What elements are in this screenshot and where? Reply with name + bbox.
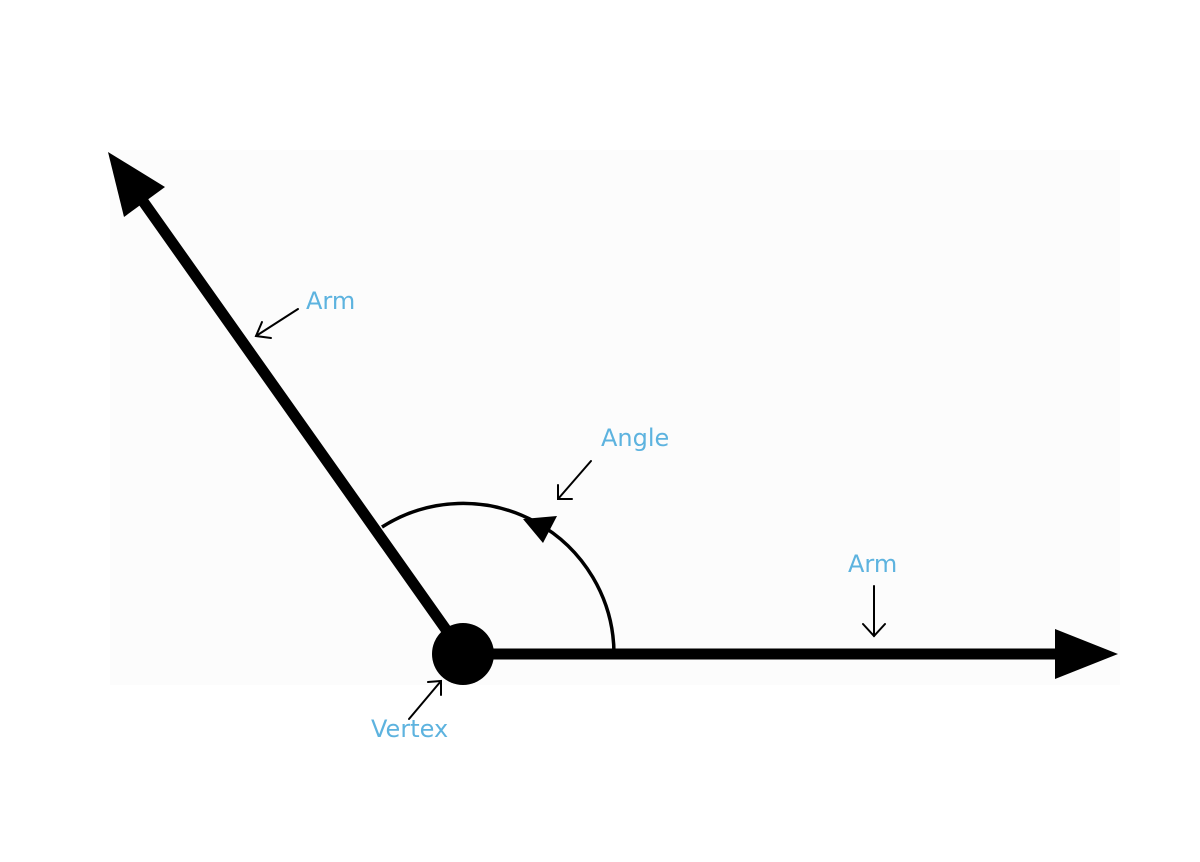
arc-arrowhead-icon [523, 516, 557, 543]
callout-arrow-arm-upper [254, 308, 299, 339]
arrowhead-up-left-icon [108, 152, 165, 217]
label-vertex: Vertex [371, 715, 449, 743]
horizontal-arm [463, 629, 1118, 679]
callout-arrow-angle [557, 460, 592, 500]
callout-arrow-arm-lower [862, 585, 886, 638]
diagram-background-panel [110, 150, 1120, 685]
label-angle: Angle [601, 424, 670, 452]
diagonal-arm [108, 152, 457, 642]
label-arm-upper: Arm [306, 287, 356, 315]
vertex-dot [432, 623, 494, 685]
callout-arrow-vertex [408, 679, 442, 720]
arrowhead-right-icon [1055, 629, 1118, 679]
label-arm-lower: Arm [848, 550, 898, 578]
angle-arc [381, 501, 616, 655]
